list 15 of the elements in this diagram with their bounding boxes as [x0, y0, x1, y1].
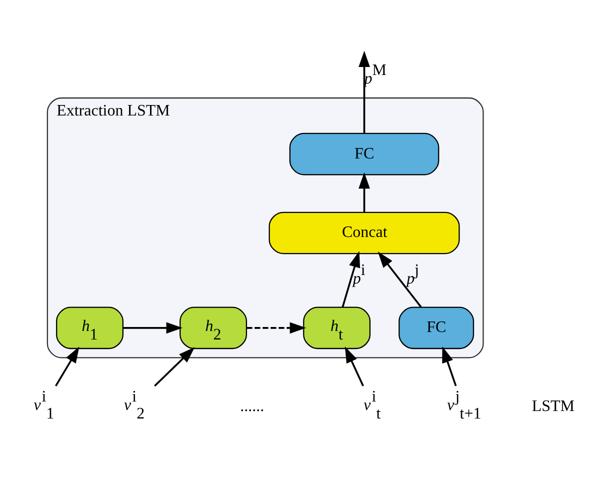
arrow: [378, 251, 422, 308]
arrow: [344, 346, 364, 386]
node-box: Concat: [268, 211, 460, 254]
arrow: [154, 346, 195, 386]
arrow: [358, 50, 370, 133]
arrow: [123, 322, 183, 334]
label: ......: [240, 398, 264, 415]
arrow: [342, 250, 360, 307]
arrow: [55, 346, 80, 386]
label: LSTM: [532, 398, 575, 415]
arrow: [246, 322, 306, 334]
arrow: [442, 346, 457, 386]
arrow: [358, 172, 370, 212]
node-box: FC: [398, 306, 474, 349]
node-box: FC: [289, 132, 440, 175]
